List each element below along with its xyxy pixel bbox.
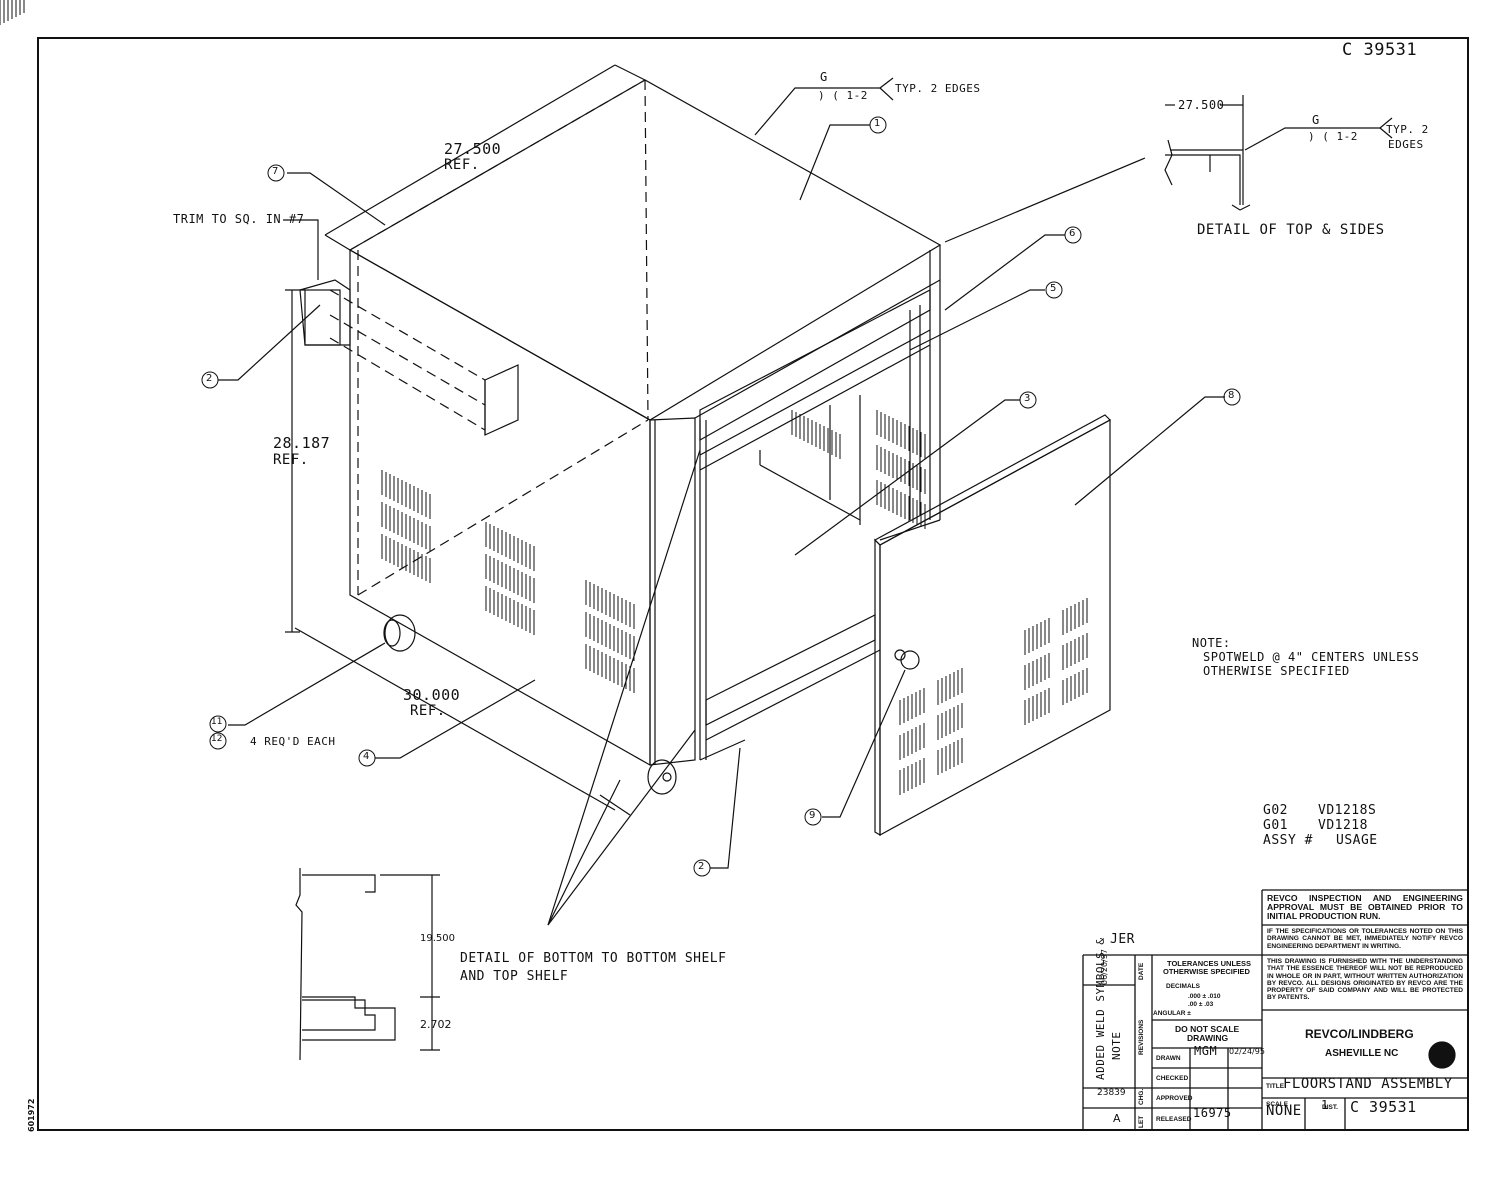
callout-7: 7	[272, 166, 279, 177]
proprietary-notice: THIS DRAWING IS FURNISHED WITH THE UNDER…	[1267, 958, 1463, 1002]
revision-letter: A	[1113, 1112, 1121, 1125]
drawn-date: 02/24/95	[1229, 1047, 1265, 1056]
approved-label: APPROVED	[1156, 1095, 1193, 1102]
casters-note: 4 REQ'D EACH	[250, 735, 336, 748]
dimension-lines	[285, 64, 646, 816]
usage-assy-g02: G02	[1263, 803, 1288, 818]
detail-width-dimension: 27.500	[1178, 98, 1225, 112]
callout-9: 9	[809, 810, 816, 821]
leader-lines	[218, 77, 1225, 926]
callout-12: 12	[211, 734, 223, 744]
usage-header-assy: ASSY #	[1263, 833, 1313, 848]
do-not-scale-1: DO NOT SCALE	[1175, 1024, 1240, 1034]
shelf-gap-dimension: 19.500	[420, 933, 455, 944]
decimal-3-places: .000 ± .010	[1188, 993, 1221, 1000]
let-label: LET	[1138, 1115, 1145, 1128]
company-logo	[1428, 1041, 1456, 1069]
depth-ref: REF.	[444, 157, 480, 173]
drawn-label: DRAWN	[1156, 1055, 1181, 1062]
revision-initials: JER	[1110, 932, 1135, 947]
width-dimension: 30.000	[403, 686, 461, 704]
scale-label: SCALE	[1266, 1101, 1289, 1108]
company-location: ASHEVILLE NC	[1325, 1048, 1399, 1059]
title-block	[1082, 889, 1468, 1130]
height-ref: REF.	[273, 452, 309, 468]
date-label: DATE	[1138, 962, 1145, 980]
sheet-border	[37, 37, 1469, 1131]
chg-label: CHG.	[1138, 1088, 1145, 1105]
company-name: REVCO/LINDBERG	[1305, 1027, 1414, 1041]
width-ref: REF.	[410, 703, 446, 719]
detail-weld-letter: G	[1312, 113, 1320, 127]
callout-5: 4	[363, 751, 370, 762]
detail-weld-spec: ) ( 1-2	[1308, 130, 1358, 143]
drawing-number-top: C 39531	[1342, 40, 1418, 60]
usage-assy-g01: G01	[1263, 818, 1288, 833]
callout-11: 11	[211, 717, 223, 727]
detail-bottom-shelf	[295, 868, 440, 1061]
released-value: 16975	[1193, 1106, 1232, 1120]
detail-bottom-label-2: AND TOP SHELF	[460, 969, 569, 984]
released-label: RELEASED	[1156, 1116, 1192, 1123]
angular-label: ANGULAR ±	[1153, 1010, 1191, 1017]
drawing-number: C 39531	[1350, 1098, 1417, 1116]
revision-desc-1: ADDED WELD SYMBOLS &	[1094, 937, 1107, 1080]
usage-value-g02: VD1218S	[1318, 803, 1377, 818]
usage-value-g01: VD1218	[1318, 818, 1368, 833]
shelf-bottom-dimension: 2.702	[420, 1018, 452, 1031]
drawn-by: MGM	[1194, 1044, 1218, 1058]
revisions-label: REVISIONS	[1138, 1019, 1145, 1055]
scale-value: NONE	[1266, 1103, 1302, 1119]
cabinet-drawing	[299, 79, 942, 795]
spec-notice: IF THE SPECIFICATIONS OR TOLERANCES NOTE…	[1267, 928, 1463, 950]
note-line-1: SPOTWELD @ 4" CENTERS UNLESS	[1203, 650, 1420, 664]
revision-desc-2: NOTE	[1110, 1031, 1123, 1061]
detail-bottom-label-1: DETAIL OF BOTTOM TO BOTTOM SHELF	[460, 951, 727, 966]
checked-label: CHECKED	[1156, 1075, 1189, 1082]
callout-4: 5	[1050, 283, 1057, 294]
door-drawing	[0, 0, 1111, 837]
decimal-2-places: .00 ± .03	[1188, 1001, 1214, 1008]
usage-header-usage: USAGE	[1336, 833, 1378, 848]
callout-3: 3	[1024, 393, 1031, 404]
decimals-label: DECIMALS	[1166, 983, 1200, 990]
detail-top-sides	[1164, 95, 1393, 211]
detail-weld-note-2: EDGES	[1388, 138, 1424, 151]
detail-weld-note-1: TYP. 2	[1386, 123, 1429, 136]
weld-spec: ) ( 1-2	[818, 89, 868, 102]
callout-2-bottom: 2	[698, 861, 705, 872]
trim-note: TRIM TO SQ. IN #7	[173, 212, 305, 226]
dist-label: DIST.	[1322, 1104, 1338, 1111]
drawing-title: FLOORSTAND ASSEMBLY	[1283, 1076, 1453, 1092]
tolerances-title-1: TOLERANCES UNLESS	[1167, 959, 1252, 968]
sheet-value: 1	[1321, 1098, 1329, 1112]
tolerances-title-2: OTHERWISE SPECIFIED	[1163, 967, 1250, 976]
callout-2-top: 2	[206, 373, 213, 384]
margin-code: 601972	[27, 1098, 36, 1132]
note-line-2: OTHERWISE SPECIFIED	[1203, 664, 1350, 678]
callout-6: 6	[1069, 228, 1076, 239]
height-dimension: 28.187	[273, 434, 331, 452]
depth-dimension: 27.500	[444, 140, 502, 158]
title-label: TITLE	[1266, 1083, 1285, 1090]
detail-top-sides-label: DETAIL OF TOP & SIDES	[1197, 222, 1385, 238]
callout-circles	[201, 116, 1241, 877]
do-not-scale-2: DRAWING	[1187, 1033, 1229, 1043]
weld-letter: G	[820, 70, 828, 84]
callout-8: 8	[1228, 390, 1235, 401]
revision-chg: 23839	[1097, 1088, 1126, 1098]
note-title: NOTE:	[1192, 636, 1231, 650]
approval-notice: REVCO INSPECTION AND ENGINEERING APPROVA…	[1267, 893, 1463, 922]
callout-1: 1	[874, 118, 881, 129]
weld-note: TYP. 2 EDGES	[895, 82, 981, 95]
